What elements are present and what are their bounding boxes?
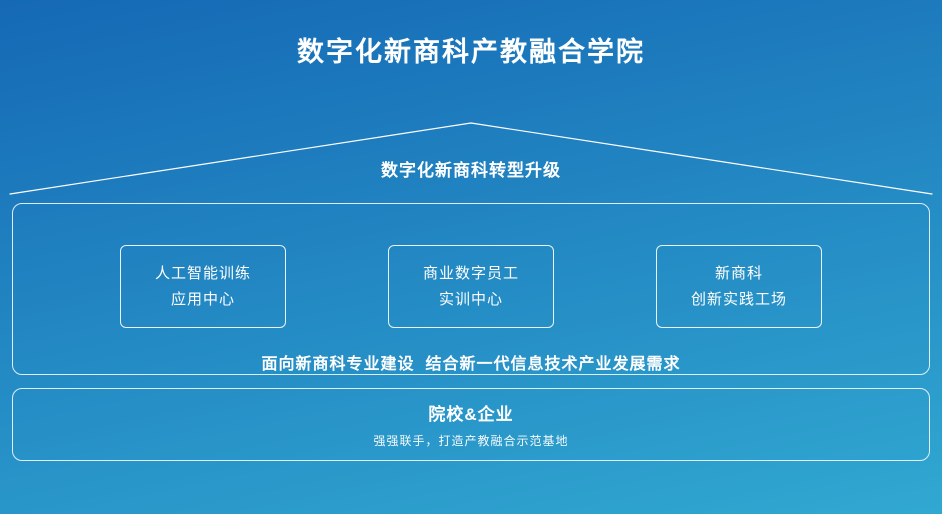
page-title: 数字化新商科产教融合学院 (297, 37, 645, 67)
bottom-panel-title: 院校&企业 (428, 405, 514, 424)
box-digital-employee-line2: 实训中心 (438, 290, 503, 308)
box-digital-employee-line1: 商业数字员工 (422, 264, 519, 282)
box-digital-employee-center: 商业数字员工 实训中心 (388, 245, 554, 328)
roof-label: 数字化新商科转型升级 (381, 161, 561, 180)
box-ai-training-center: 人工智能训练 应用中心 (120, 245, 286, 328)
roof-diagram: 数字化新商科转型升级 (0, 118, 942, 200)
box-new-business-line2: 创新实践工场 (690, 290, 787, 308)
bottom-panel: 院校&企业 强强联手，打造产教融合示范基地 (12, 388, 930, 461)
box-ai-training-line2: 应用中心 (170, 290, 235, 308)
box-new-business-workshop: 新商科 创新实践工场 (656, 245, 822, 328)
roof-outline-shape (9, 122, 933, 195)
box-ai-training-line1: 人工智能训练 (154, 264, 251, 282)
bottom-panel-subtitle: 强强联手，打造产教融合示范基地 (373, 434, 569, 448)
center-boxes-row: 人工智能训练 应用中心 商业数字员工 实训中心 新商科 创新实践工场 (13, 245, 929, 328)
main-panel-caption: 面向新商科专业建设 结合新一代信息技术产业发展需求 (261, 356, 681, 373)
box-new-business-line1: 新商科 (714, 264, 763, 282)
main-panel: 人工智能训练 应用中心 商业数字员工 实训中心 新商科 创新实践工场 面向新商科… (12, 203, 930, 375)
